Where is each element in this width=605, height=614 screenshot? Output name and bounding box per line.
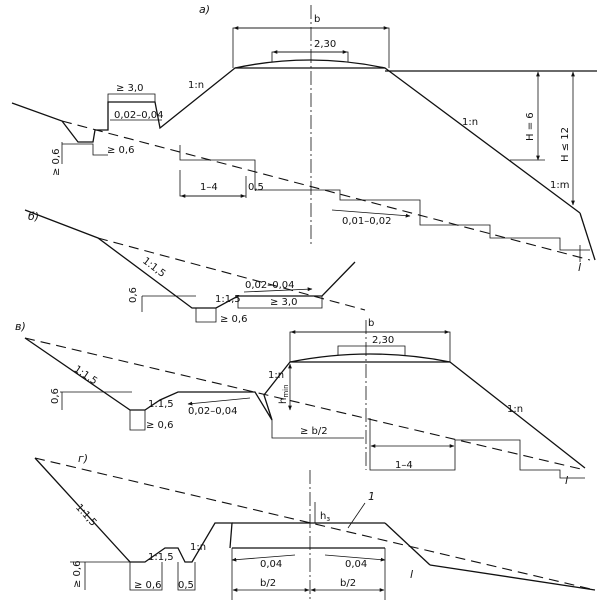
panel-g-half-left: b/2 [260,578,276,589]
panel-v-ditch-bottom: ≥ 0,6 [146,420,173,431]
panel-g-cross-right-arrow [324,554,386,562]
panel-b-bench-slope: 0,02–0,04 [245,280,295,291]
panel-g-marker: 1 [368,490,375,503]
panel-g-end: l [410,568,413,581]
panel-g-berm-dim [177,562,196,591]
panel-g-terrain [34,457,233,563]
panel-g-letter: г) [78,452,88,465]
panel-g-cross-left: 0,04 [260,559,282,570]
panel-g-right-ground [429,564,596,591]
panel-v-end: l [565,474,568,487]
panel-b-ditch-bottom-dim [195,308,217,323]
panel-g-ditch-depth: ≥ 0,6 [72,561,83,588]
panel-v-crown-arch [289,353,451,363]
panel-a-crown-label: 2,30 [314,39,336,50]
panel-a-step-slope-arrow [331,209,411,218]
panel-a-original-ground [61,120,591,261]
panel-a-step-height: 0,5 [248,182,264,193]
panel-v-bench-slope: 0,02–0,04 [188,406,238,417]
panel-g-slope-ditch: 1:1,5 [148,552,174,563]
panel-b-bench-dim [237,296,323,309]
panel-a-terrain [11,67,581,214]
panel-a-right-toe [579,212,596,261]
panel-a-bench-width: ≥ 3,0 [116,83,143,94]
panel-v-slope-ditch: 1:1,5 [148,399,174,410]
panel-v-ditch-bottom-dim [129,410,146,431]
panel-b-original-ground [97,237,366,311]
panel-b-slope-ditch: 1:1,5 [215,294,241,305]
panel-a-ditch-depth: ≥ 0,6 [51,149,62,176]
panel-a-slope-n-left: 1:n [188,80,204,91]
panel-g-ditch-bottom-dim [129,562,163,591]
panel-v-slope-n-left: 1:n [268,370,284,381]
panel-a-slope-m: 1:m [550,180,569,191]
panel-a-crown-arch [234,59,386,69]
panel-a-b-label: b [314,14,320,25]
panel-a-letter: а) [199,3,210,16]
panel-a-steps [179,145,590,251]
panel-b: б) 1:1,5 1:1,5 0,6 ≥ 0,6 0,02–0,04 ≥ 3,0 [24,209,366,325]
panel-g-cross-left-arrow [231,554,296,562]
panel-v-letter: в) [15,320,26,333]
panel-b-ditch-depth: 0,6 [128,287,139,303]
panel-g: г) 1:1,5 1:1,5 1:n ≥ 0,6 ≥ 0,6 0,5 hз 1 … [34,452,596,600]
panel-b-letter: б) [28,210,39,223]
panel-v-half-b-dim [271,420,364,439]
panel-b-bench-slope-arrow [243,287,313,293]
panel-g-slope-cut: 1:1,5 [73,502,98,528]
panel-v-half-b: ≥ b/2 [300,426,328,437]
panel-b-bench-width: ≥ 3,0 [270,297,297,308]
panel-g-right-slope [384,522,431,566]
panel-a-hmax-label: H ≤ 12 [560,127,571,162]
panel-g-marker-leader [347,502,366,529]
panel-v-slope-n-right: 1:n [507,404,523,415]
panel-a-bench-slope: 0,02–0,04 [114,110,164,121]
panel-b-slope-cut: 1:1,5 [140,256,167,280]
panel-v-steps [369,418,585,479]
panel-v-bench-slope-arrow [187,397,251,406]
panel-g-half-right: b/2 [340,578,356,589]
panel-a: а) b 2,30 ≥ 3,0 0,02–0,04 1:n 1:n 1:m H … [11,3,597,274]
panel-g-ditch-bottom: ≥ 0,6 [134,580,161,591]
panel-g-cross-right: 0,04 [345,559,367,570]
panel-v-crown-label: 2,30 [372,335,394,346]
panel-a-slope-n-right: 1:n [462,117,478,128]
panel-v: в) b 2,30 1:1,5 1:1,5 0,6 ≥ 0,6 0,02–0,0… [15,318,586,487]
panel-v-slope-cut: 1:1,5 [72,364,99,387]
panel-v-b-label: b [368,318,374,329]
panel-v-terrain [24,337,586,469]
panel-v-hmin: hmin [278,384,290,404]
panel-a-bench-extension [107,93,156,102]
panel-g-slope-n: 1:n [190,542,206,553]
panel-b-ditch-bottom: ≥ 0,6 [220,314,247,325]
panel-v-step-width: 1–4 [395,460,413,471]
panel-g-original-ground [34,457,596,591]
panel-a-end: l [578,261,581,274]
panel-a-h-label: H = 6 [525,112,536,141]
panel-a-step-width: 1–4 [200,182,218,193]
panel-a-step-slope: 0,01–0,02 [342,216,392,227]
panel-g-h3: hз [320,511,330,523]
panel-v-original-ground [24,337,586,471]
panel-g-berm: 0,5 [178,580,194,591]
panel-a-ditch-dim [62,143,108,156]
panel-v-ditch-depth: 0,6 [50,388,61,404]
panel-a-ditch-bottom: ≥ 0,6 [107,145,134,156]
panel-b-terrain [24,209,356,309]
panel-v-crown-extension [337,345,406,355]
